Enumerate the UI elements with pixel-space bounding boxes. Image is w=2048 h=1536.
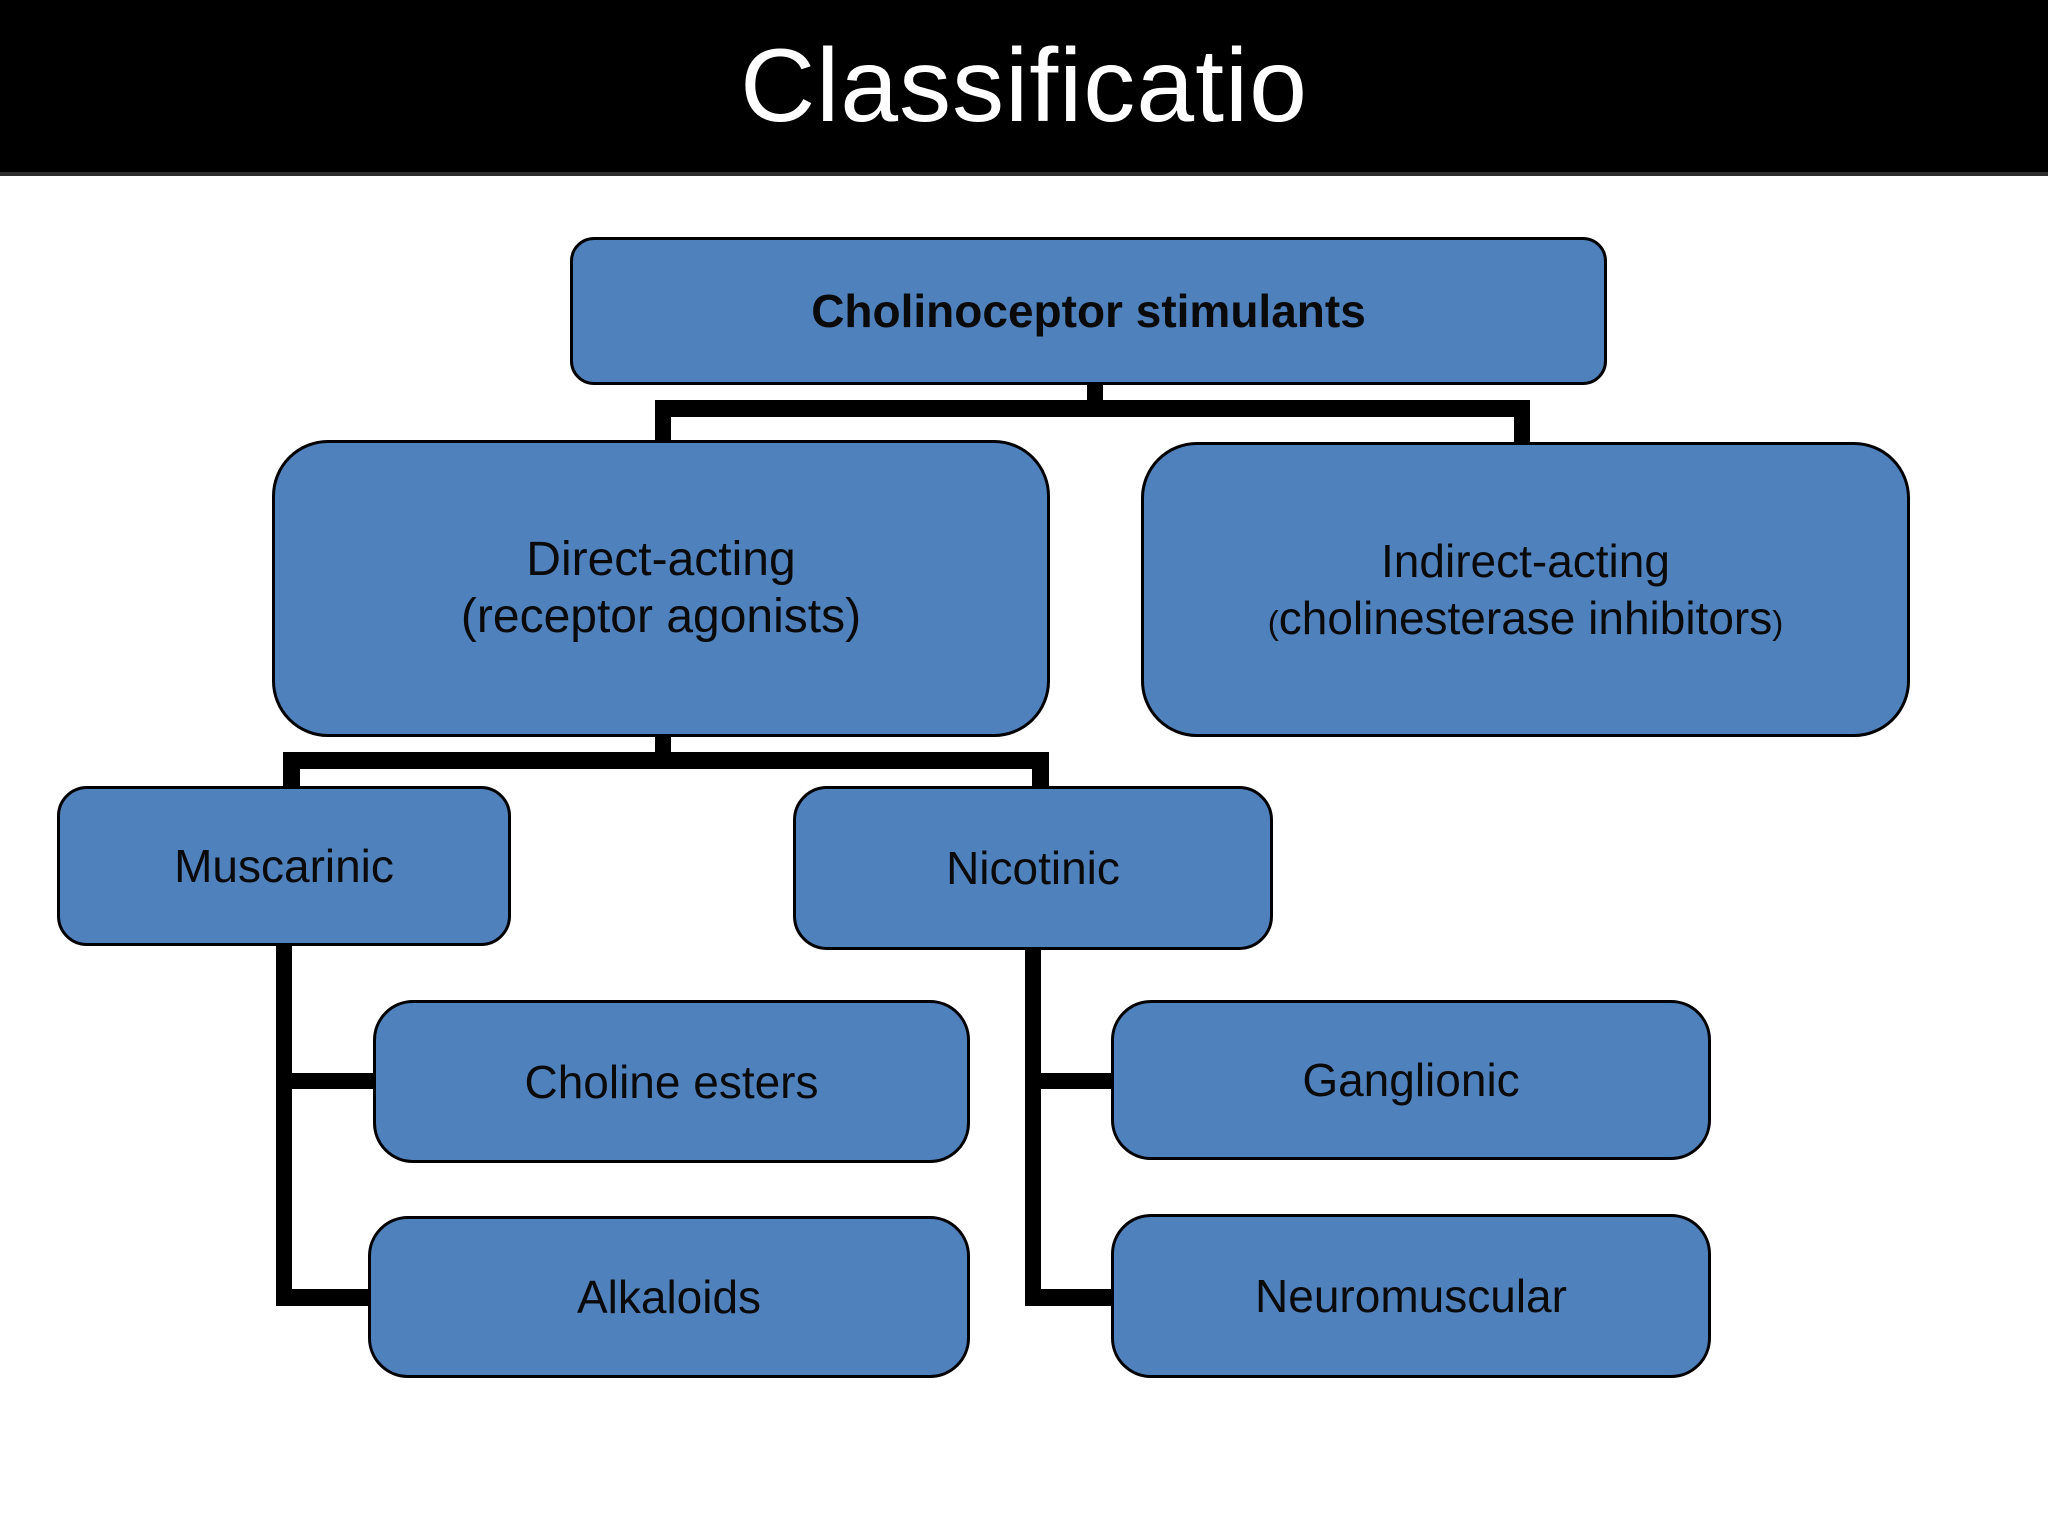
node-neuromuscular: Neuromuscular: [1111, 1214, 1711, 1378]
connector-to-alkaloids: [276, 1289, 373, 1306]
node-label-line1: Direct-acting: [526, 532, 796, 586]
node-label-line2: (receptor agonists): [460, 589, 862, 643]
node-label-line2: (cholinesterase inhibitors): [1268, 590, 1784, 646]
paren-text: cholinesterase inhibitors: [1278, 591, 1773, 644]
connector-direct-to-nicotinic: [1032, 752, 1049, 790]
connector-muscarinic-trunk: [276, 944, 292, 1306]
connector-to-ganglionic: [1041, 1073, 1111, 1089]
close-paren: ): [1772, 604, 1784, 642]
open-paren: (: [1267, 604, 1279, 642]
connector-direct-to-muscarinic: [283, 752, 300, 790]
connector-direct-crossbar: [283, 752, 1049, 769]
node-label: Alkaloids: [576, 1271, 762, 1323]
node-muscarinic: Muscarinic: [57, 786, 511, 946]
node-label-line1: Indirect-acting: [1381, 535, 1670, 588]
node-ganglionic: Ganglionic: [1111, 1000, 1711, 1160]
connector-nicotinic-trunk: [1025, 948, 1041, 1306]
connector-to-choline-esters: [292, 1073, 373, 1089]
node-label: Nicotinic: [946, 842, 1120, 894]
node-cholinoceptor-stimulants: Cholinoceptor stimulants: [570, 237, 1607, 385]
node-indirect-acting: Indirect-acting (cholinesterase inhibito…: [1141, 442, 1910, 737]
node-label: Cholinoceptor stimulants: [811, 285, 1366, 337]
connector-root-to-direct: [655, 400, 671, 444]
node-label: Neuromuscular: [1255, 1270, 1567, 1322]
connector-root-to-indirect: [1514, 400, 1530, 444]
connector-direct-stem: [655, 733, 671, 757]
slide-title: Classificatio: [740, 27, 1308, 144]
node-label: Muscarinic: [174, 840, 394, 892]
node-direct-acting: Direct-acting (receptor agonists): [272, 440, 1050, 737]
connector-root-crossbar: [655, 400, 1530, 417]
node-choline-esters: Choline esters: [373, 1000, 970, 1163]
node-label: Choline esters: [524, 1055, 819, 1108]
node-label: Ganglionic: [1302, 1054, 1520, 1106]
node-alkaloids: Alkaloids: [368, 1216, 970, 1378]
node-nicotinic: Nicotinic: [793, 786, 1273, 950]
connector-to-neuromuscular: [1025, 1289, 1111, 1306]
title-bar: Classificatio: [0, 0, 2048, 176]
